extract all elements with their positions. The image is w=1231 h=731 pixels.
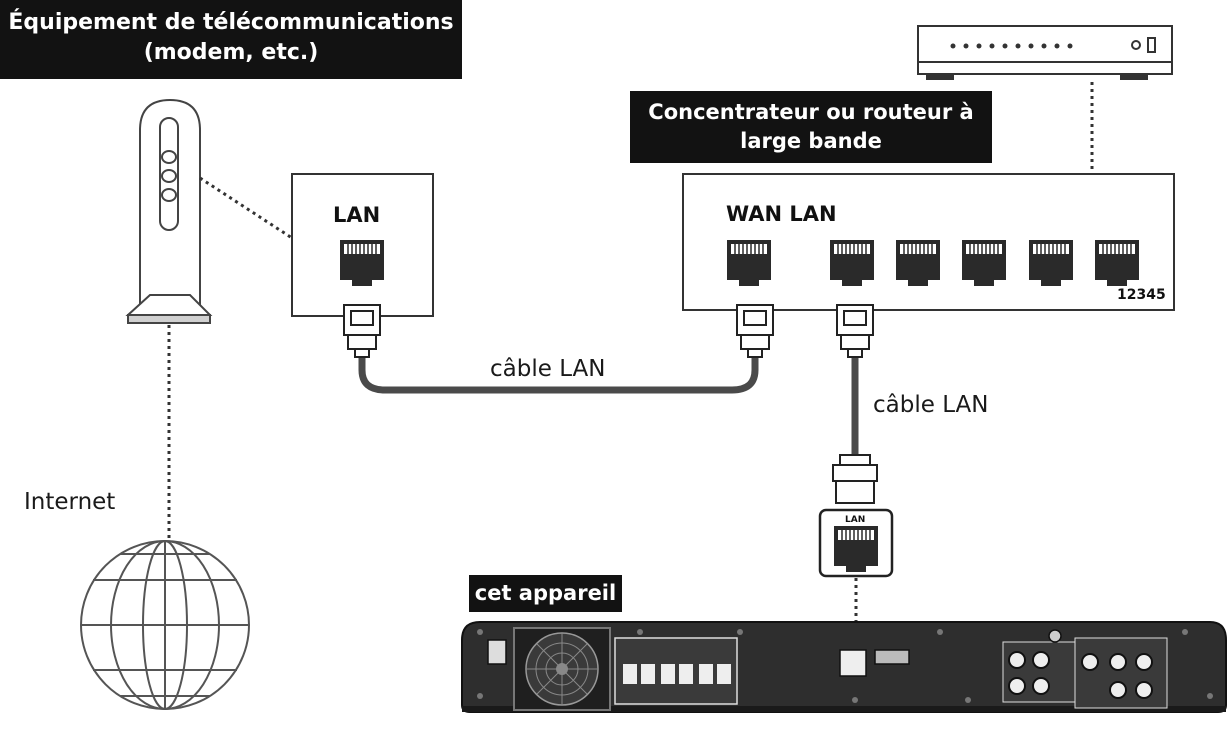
rj45-plug-router-lan — [836, 304, 874, 358]
router-port-numbers: 12345 — [1117, 287, 1166, 303]
rj45-plug-router-wan — [736, 304, 774, 358]
rj45-plug-device — [832, 454, 878, 504]
router-lan-port-4[interactable] — [1028, 239, 1074, 287]
modem-lan-port[interactable] — [339, 239, 385, 287]
modem-icon — [125, 98, 213, 324]
modem-port-label: LAN — [333, 203, 380, 227]
lan-cable-modem-router — [358, 350, 759, 394]
router-lan-port-2[interactable] — [895, 239, 941, 287]
device-port-label: LAN — [845, 515, 865, 525]
router-caption-line2: large bande — [740, 129, 882, 153]
router-lan-port-5[interactable] — [1094, 239, 1140, 287]
router-lan-port-1[interactable] — [829, 239, 875, 287]
router-icon — [917, 25, 1173, 80]
device-lan-port[interactable] — [833, 525, 879, 573]
cable-label-2: câble LAN — [873, 392, 988, 418]
device-caption-text: cet appareil — [474, 581, 617, 605]
rj45-plug-modem — [343, 304, 381, 358]
modem-link-dotted — [199, 176, 293, 240]
modem-caption-line2: (modem, etc.) — [143, 40, 319, 65]
router-lan-port-3[interactable] — [961, 239, 1007, 287]
modem-caption-line1: Équipement de télécommunications — [8, 10, 454, 35]
device-caption: cet appareil — [469, 575, 622, 612]
receiver-back-panel-icon — [461, 621, 1227, 713]
router-wan-port[interactable] — [726, 239, 772, 287]
internet-label: Internet — [24, 489, 115, 515]
router-caption-line1: Concentrateur ou routeur à — [648, 100, 974, 124]
globe-icon — [80, 540, 250, 710]
router-caption: Concentrateur ou routeur à large bande — [630, 91, 992, 163]
router-ports-label: WAN LAN — [726, 202, 837, 226]
cable-label-1: câble LAN — [490, 356, 605, 382]
modem-caption: Équipement de télécommunications (modem,… — [0, 0, 462, 79]
